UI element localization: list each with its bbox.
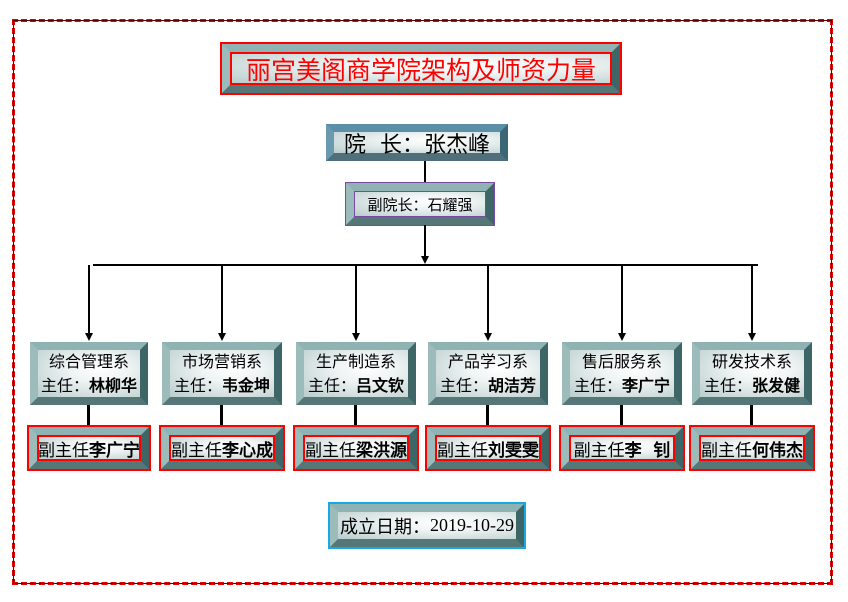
deputy-name: 刘雯雯 — [488, 440, 539, 461]
director-label: 主任： — [40, 375, 89, 395]
founded-date: 2019-10-29 — [430, 515, 514, 535]
director-label: 主任： — [573, 375, 622, 395]
director-label: 主任： — [703, 375, 752, 395]
connector — [354, 405, 357, 427]
deputy-name: 梁洪源 — [356, 440, 407, 461]
connector — [750, 405, 753, 427]
deputy-label: 副主任 — [437, 440, 488, 461]
founded-box: 成立日期：2019-10-29 — [328, 502, 526, 549]
connector — [620, 405, 623, 427]
connector — [621, 265, 623, 334]
department-name: 市场营销系 — [181, 351, 262, 371]
connector — [355, 265, 357, 334]
director-name: 吕文钦 — [356, 375, 405, 395]
connector — [487, 265, 489, 334]
department-box: 产品学习系 主任：胡洁芳 — [428, 342, 548, 405]
connector — [424, 161, 426, 183]
title-box: 丽宫美阁商学院架构及师资力量 — [220, 42, 622, 95]
arrow-icon — [85, 333, 93, 341]
department-name: 产品学习系 — [447, 351, 528, 371]
director-label: 主任： — [439, 375, 488, 395]
page-frame — [12, 19, 833, 585]
arrow-icon — [352, 333, 360, 341]
dean-box: 院 长：张杰峰 — [326, 124, 508, 161]
deputy-name: 李广宁 — [89, 440, 140, 461]
department-box: 综合管理系 主任：林柳华 — [30, 342, 148, 405]
deputy-label: 副主任 — [701, 440, 752, 461]
deputy-label: 副主任 — [38, 440, 89, 461]
connector — [486, 405, 489, 427]
deputy-name: 何伟杰 — [752, 440, 803, 461]
department-name: 生产制造系 — [315, 351, 396, 371]
arrow-icon — [748, 333, 756, 341]
founded-label: 成立日期： — [340, 516, 430, 537]
connector — [424, 225, 426, 258]
connector — [220, 405, 223, 427]
vice-dean-text: 副院长：石耀强 — [354, 191, 486, 217]
connector — [751, 265, 753, 334]
deputy-name: 李 钊 — [624, 440, 671, 461]
director-name: 韦金坤 — [222, 375, 271, 395]
director-name: 林柳华 — [89, 375, 138, 395]
deputy-box: 副主任梁洪源 — [293, 425, 419, 471]
department-box: 生产制造系 主任：吕文钦 — [296, 342, 416, 405]
director-name: 李广宁 — [622, 375, 671, 395]
deputy-box: 副主任李广宁 — [27, 425, 151, 471]
dean-name: 张杰峰 — [423, 132, 490, 158]
branch-line — [93, 264, 758, 266]
arrow-icon — [618, 333, 626, 341]
arrow-icon — [421, 256, 429, 264]
director-label: 主任： — [307, 375, 356, 395]
department-name: 综合管理系 — [48, 351, 129, 371]
director-label: 主任： — [173, 375, 222, 395]
deputy-box: 副主任李心成 — [159, 425, 285, 471]
department-box: 售后服务系 主任：李广宁 — [562, 342, 682, 405]
deputy-box: 副主任何伟杰 — [689, 425, 815, 471]
connector — [88, 265, 90, 334]
department-name: 研发技术系 — [711, 351, 792, 371]
connector — [87, 405, 90, 427]
department-box: 市场营销系 主任：韦金坤 — [162, 342, 282, 405]
department-name: 售后服务系 — [581, 351, 662, 371]
dean-label: 院 长： — [343, 132, 424, 158]
deputy-box: 副主任李 钊 — [559, 425, 685, 471]
arrow-icon — [218, 333, 226, 341]
vice-dean-box: 副院长：石耀强 — [345, 182, 495, 226]
director-name: 张发健 — [752, 375, 801, 395]
deputy-label: 副主任 — [305, 440, 356, 461]
title-text: 丽宫美阁商学院架构及师资力量 — [230, 52, 612, 85]
arrow-icon — [484, 333, 492, 341]
department-box: 研发技术系 主任：张发健 — [692, 342, 812, 405]
deputy-label: 副主任 — [171, 440, 222, 461]
director-name: 胡洁芳 — [488, 375, 537, 395]
deputy-box: 副主任刘雯雯 — [425, 425, 551, 471]
deputy-name: 李心成 — [222, 440, 273, 461]
connector — [221, 265, 223, 334]
deputy-label: 副主任 — [573, 440, 625, 461]
